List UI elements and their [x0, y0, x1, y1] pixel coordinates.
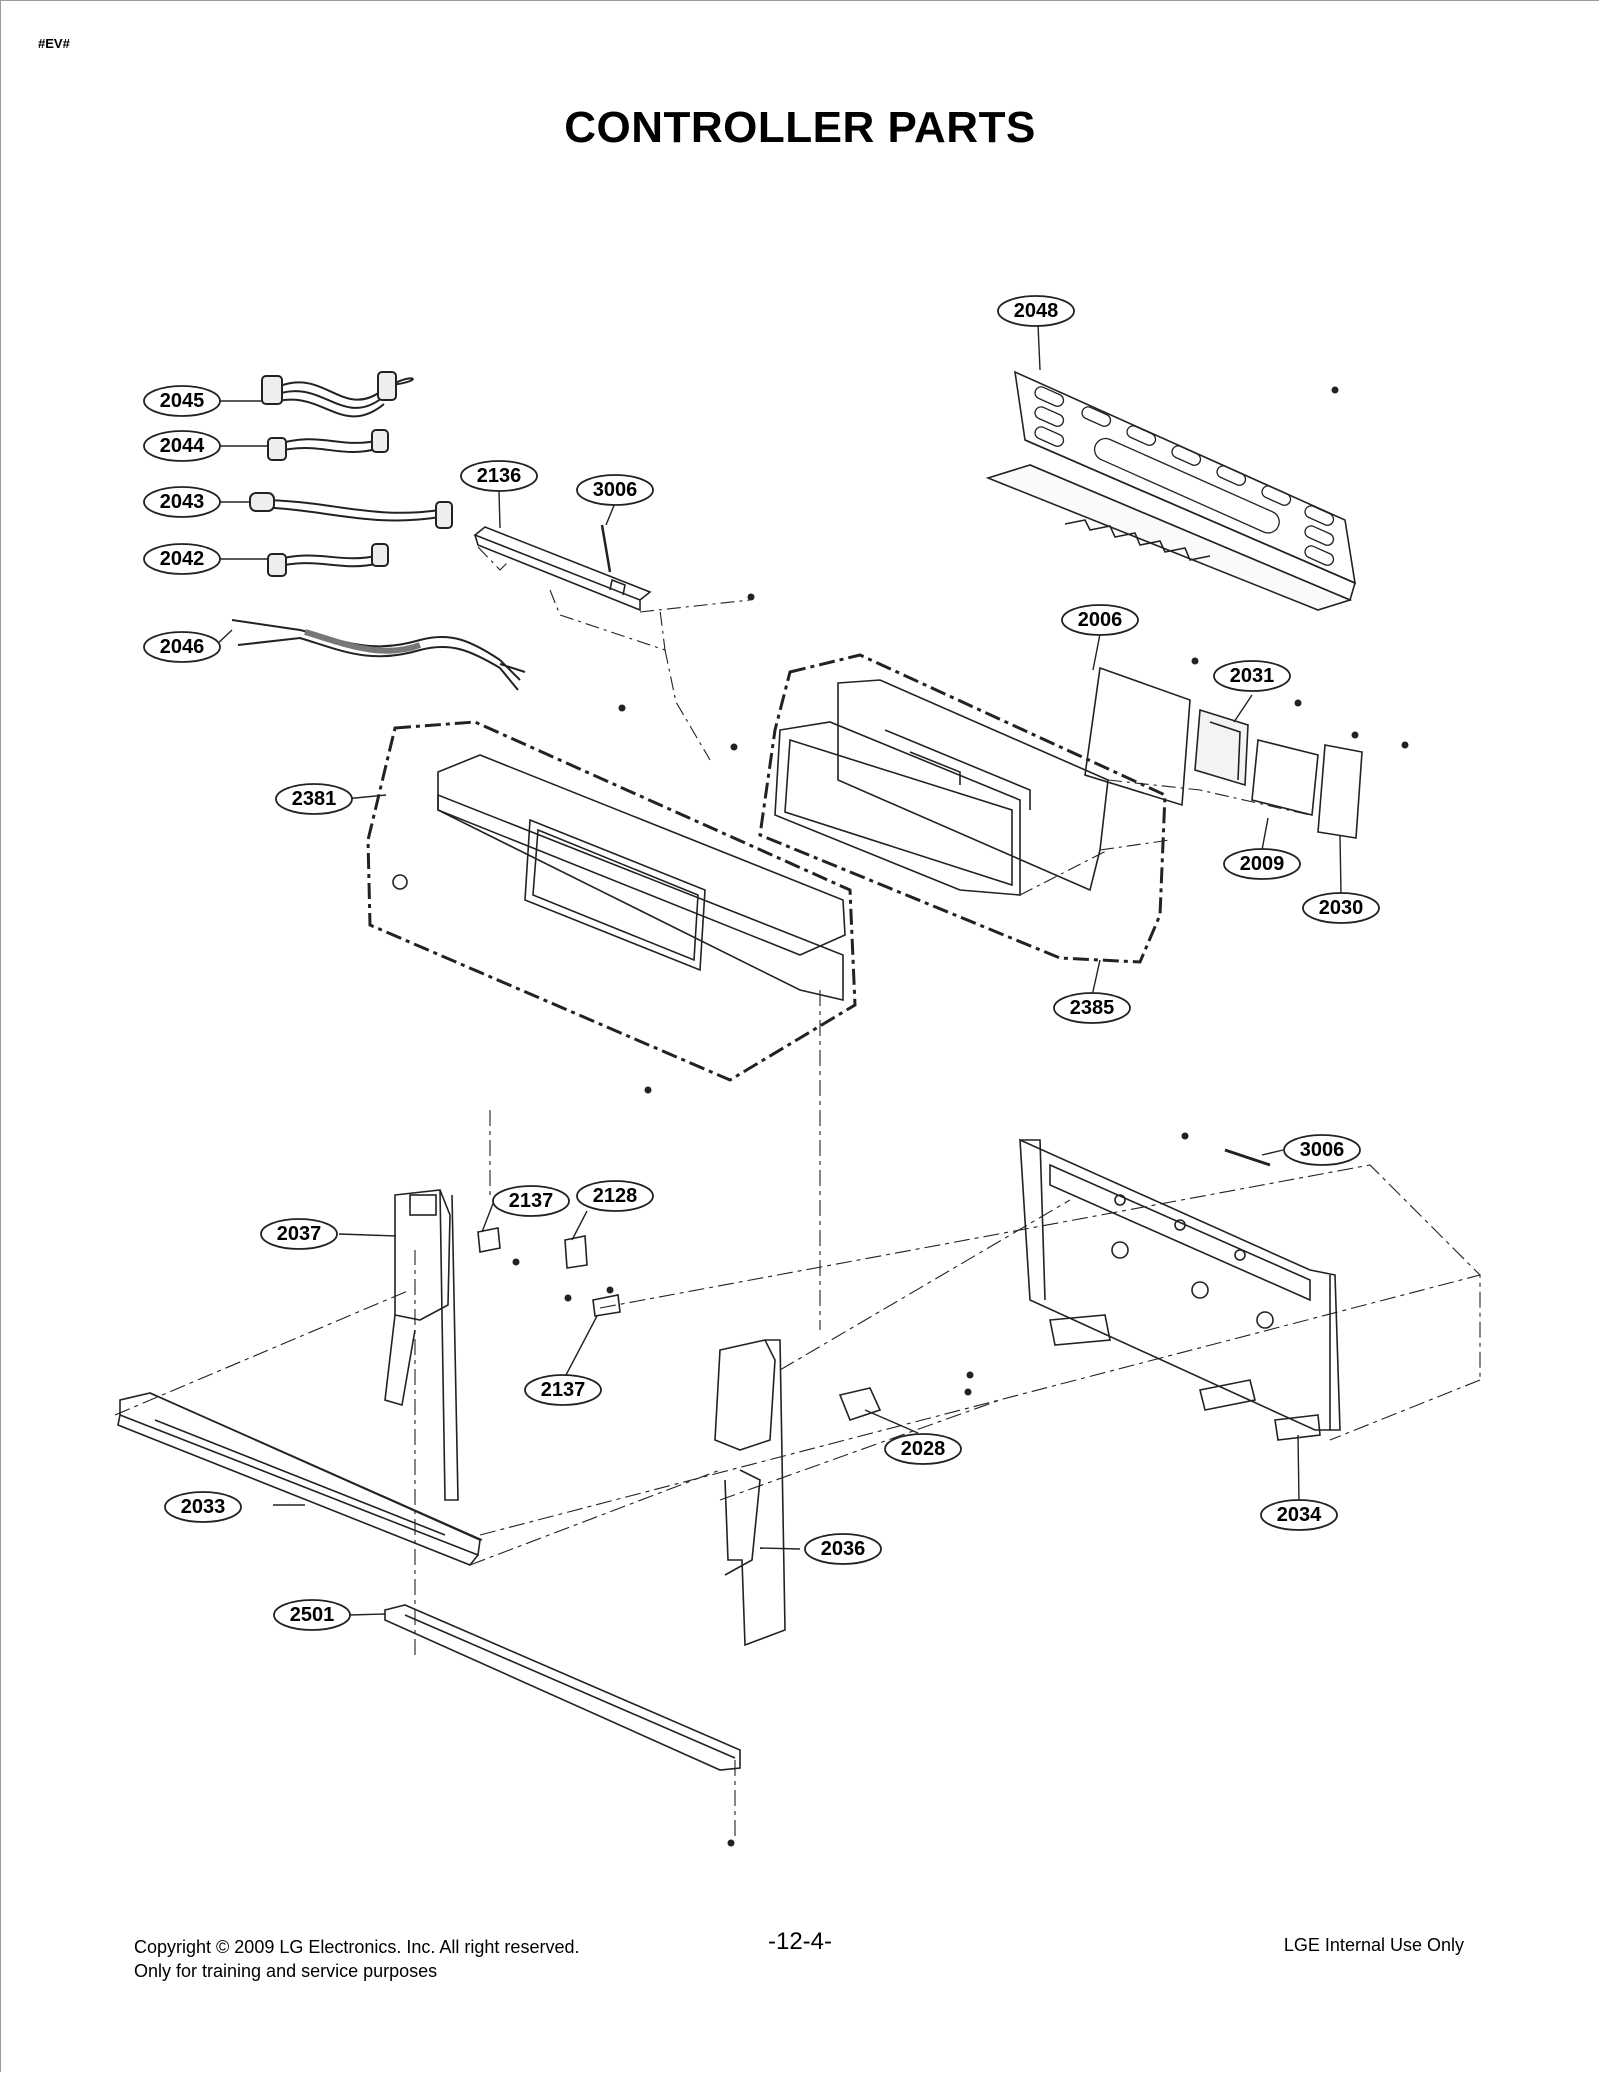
- callout-2381: 2381: [292, 788, 337, 810]
- page-title: CONTROLLER PARTS: [564, 103, 1036, 152]
- callout-2030: 2030: [1319, 897, 1364, 919]
- small-brackets-part: [477, 1227, 882, 1421]
- callout-2128: 2128: [593, 1185, 638, 1207]
- callout-2137-lower: 2137: [541, 1379, 586, 1401]
- right-side-bracket-part: [714, 1339, 786, 1647]
- callout-3006-bottom: 3006: [1300, 1139, 1345, 1161]
- callout-2033: 2033: [181, 1496, 226, 1518]
- callout-labels: 2048 2045 2044 2043 2042 2046 2136 3006 …: [160, 300, 1364, 1626]
- callout-2037: 2037: [277, 1223, 322, 1245]
- training-note: Only for training and service purposes: [134, 1961, 438, 1981]
- callout-2006: 2006: [1078, 609, 1123, 631]
- callout-2031: 2031: [1230, 665, 1275, 687]
- screws: [512, 386, 1409, 1847]
- control-panel-part: [392, 754, 846, 1002]
- callout-2046: 2046: [160, 636, 205, 658]
- rear-vent-cover-part: [985, 370, 1357, 611]
- callout-2043: 2043: [160, 491, 205, 513]
- callout-2042: 2042: [160, 548, 205, 570]
- top-bracket-part: [473, 524, 652, 612]
- callout-2136: 2136: [477, 465, 522, 487]
- left-side-bracket-part: [384, 1189, 459, 1501]
- callout-2036: 2036: [821, 1538, 866, 1560]
- wire-harness-parts: [231, 371, 526, 691]
- footer-left: Copyright © 2009 LG Electronics. Inc. Al…: [134, 1935, 579, 1983]
- rear-frame-part: [1019, 1138, 1341, 1441]
- page-number: -12-4-: [767, 1928, 833, 1955]
- lower-strip-part: [384, 1604, 741, 1771]
- callout-2048: 2048: [1014, 300, 1059, 322]
- page-tag: #EV#: [38, 36, 70, 51]
- callout-2137-upper: 2137: [509, 1190, 554, 1212]
- callout-2501: 2501: [290, 1604, 335, 1626]
- callout-3006-top: 3006: [593, 479, 638, 501]
- internal-use-note: LGE Internal Use Only: [1283, 1935, 1464, 1955]
- callout-2028: 2028: [901, 1438, 946, 1460]
- bottom-trim-part: [117, 1392, 483, 1566]
- callout-ovals: [143, 295, 1380, 1631]
- callout-2044: 2044: [160, 435, 205, 457]
- callout-2034: 2034: [1277, 1504, 1322, 1526]
- leader-lines: [213, 323, 1342, 1616]
- callout-2385: 2385: [1070, 997, 1115, 1019]
- pcb-assembly-part: [1084, 666, 1363, 839]
- callout-2009: 2009: [1240, 853, 1285, 875]
- copyright-text: Copyright © 2009 LG Electronics. Inc. Al…: [134, 1937, 580, 1957]
- callout-2045: 2045: [160, 390, 205, 412]
